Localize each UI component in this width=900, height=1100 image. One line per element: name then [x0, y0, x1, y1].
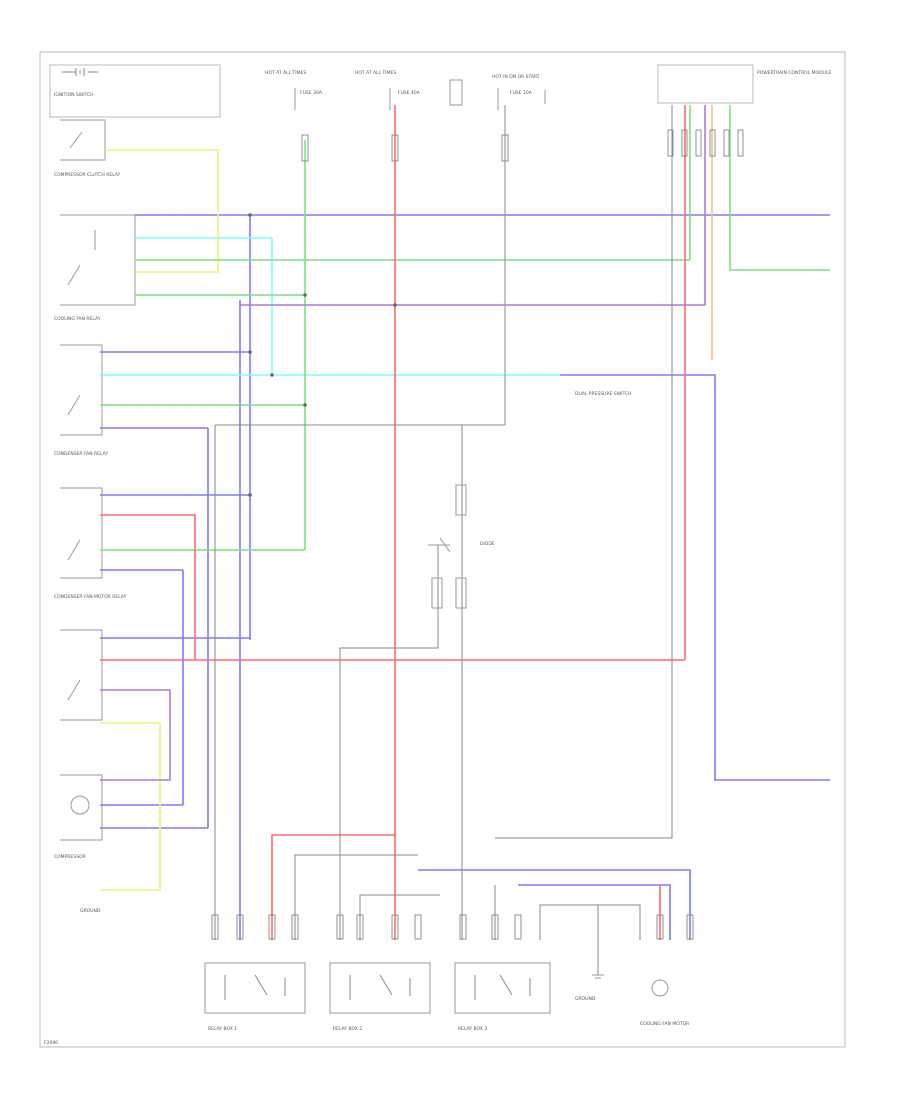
label-ground-left: GROUND — [80, 908, 101, 914]
label-dual-pressure-switch: DUAL PRESSURE SWITCH — [575, 391, 632, 397]
cooling-fan-relay-symbol — [60, 214, 136, 306]
label-condenser-fan-relay: CONDENSER FAN RELAY — [54, 451, 108, 457]
wire-yellow — [100, 149, 219, 891]
label-ground-bottom: GROUND — [575, 996, 596, 1002]
compressor-symbol — [60, 774, 103, 841]
junction-dots — [248, 213, 397, 497]
label-pcm: POWERTRAIN CONTROL MODULE — [757, 70, 831, 76]
wire-blue — [100, 214, 830, 940]
wire-purple — [100, 105, 706, 781]
label-compressor: COMPRESSOR — [54, 854, 86, 860]
bottom-relay-contacts — [224, 974, 531, 1000]
label-relay-box-2: RELAY BOX 2 — [333, 1026, 362, 1032]
label-cooling-fan-motor: COOLING FAN MOTOR — [640, 1021, 689, 1027]
label-fuse-3: FUSE 10A — [510, 90, 533, 96]
wire-green — [100, 105, 830, 551]
pcm-box — [657, 64, 754, 104]
label-fuse-1: FUSE 30A — [300, 90, 323, 96]
wire-red — [100, 105, 686, 940]
wire-cyan — [100, 237, 560, 376]
label-hot-1: HOT AT ALL TIMES — [265, 70, 306, 76]
condenser-fan-relay-symbol — [60, 344, 103, 436]
label-hot-2: HOT AT ALL TIMES — [355, 70, 396, 76]
label-hot-run: HOT IN ON OR START — [492, 74, 540, 80]
middle-relay-symbol — [428, 484, 467, 609]
label-fuse-2: FUSE 40A — [398, 90, 421, 96]
diagram-frame — [39, 51, 846, 1048]
relay-4-symbol — [60, 629, 103, 721]
wire-black — [214, 105, 673, 975]
label-ignition-switch: IGNITION SWITCH — [54, 92, 94, 98]
bottom-connector-marks — [211, 914, 694, 940]
label-relay-box-3: RELAY BOX 3 — [458, 1026, 487, 1032]
label-condenser-fan-motor-relay: CONDENSER FAN MOTOR RELAY — [54, 594, 127, 600]
label-diode: DIODE — [480, 541, 495, 547]
battery-fuse-box — [49, 64, 221, 118]
top-fuse-symbols — [294, 79, 546, 110]
connector-marks — [301, 129, 744, 162]
footer-code: F2096 — [44, 1040, 58, 1046]
compressor-clutch-relay-symbol — [60, 119, 106, 161]
label-cooling-fan-relay: COOLING FAN RELAY — [54, 316, 101, 322]
condenser-fan-motor-relay-symbol — [60, 487, 103, 579]
label-relay-box-1: RELAY BOX 1 — [208, 1026, 237, 1032]
label-compressor-clutch-relay: COMPRESSOR CLUTCH RELAY — [54, 172, 121, 178]
bottom-relay-boxes — [204, 962, 669, 1014]
